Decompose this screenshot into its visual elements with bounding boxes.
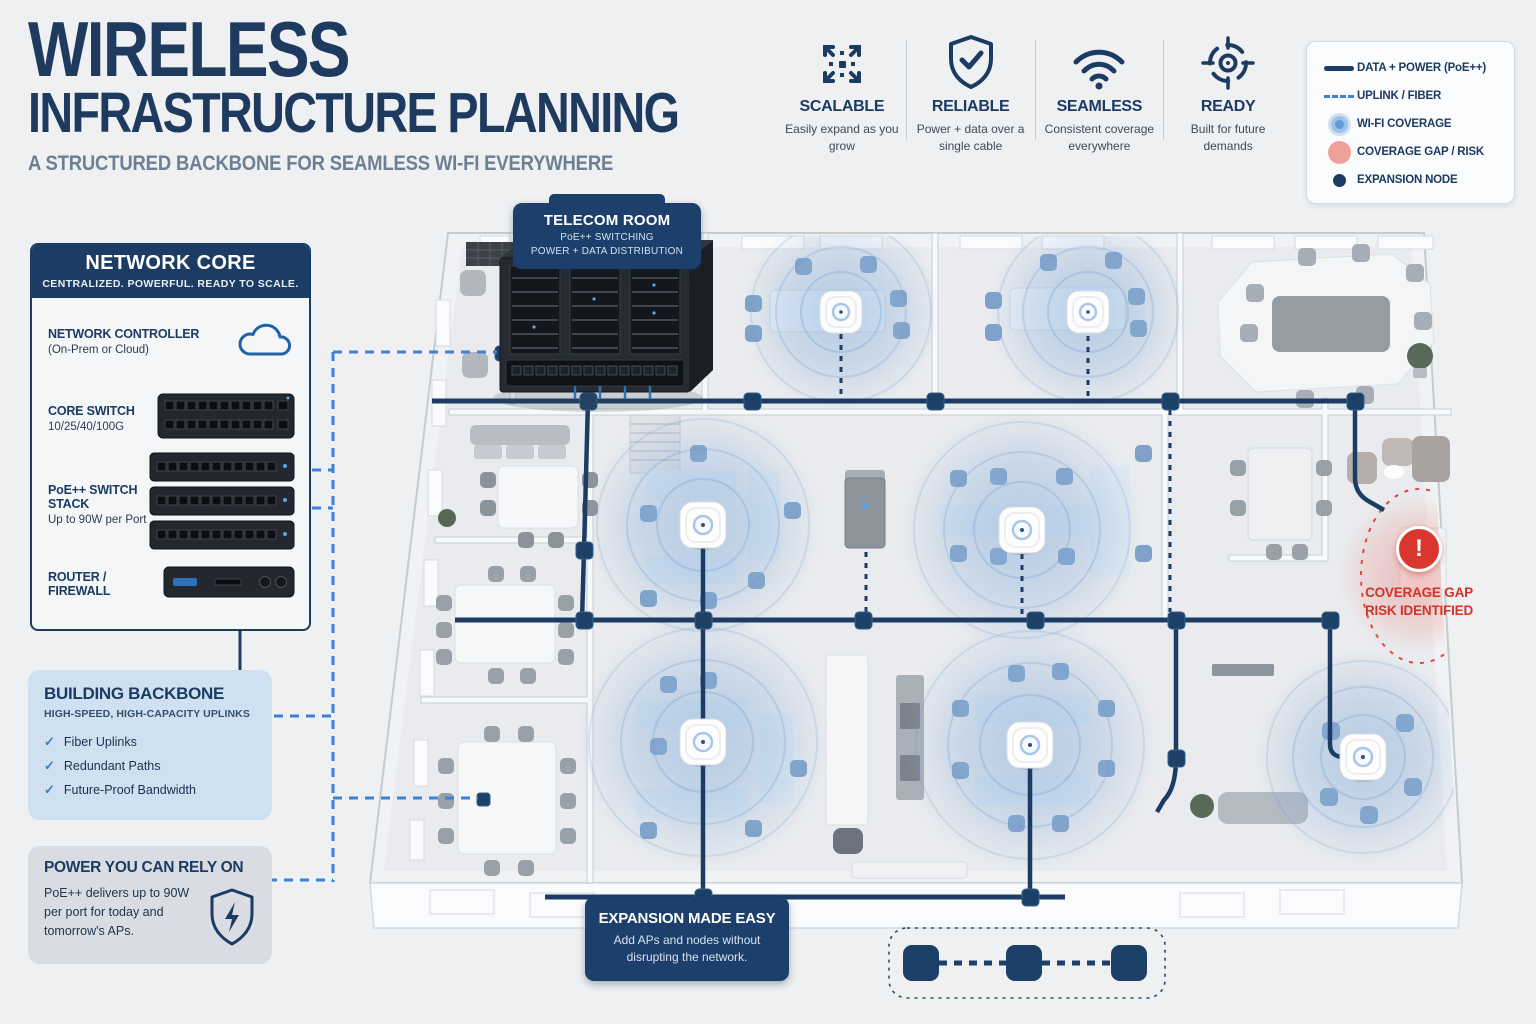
item-detail: Up to 90W per Port [48, 513, 147, 526]
access-point [819, 290, 863, 334]
coverage-gap-swatch [1321, 140, 1357, 164]
router-firewall-row: ROUTER / FIREWALL [32, 556, 309, 612]
alert-icon: ! [1396, 526, 1442, 572]
feature-desc: Built for future demands [1190, 122, 1266, 154]
legend-item: UPLINK / FIBER [1321, 82, 1502, 110]
shield-check-icon [946, 28, 996, 90]
switch-stack-graphic [149, 452, 295, 557]
item-name: PoE++ SWITCH STACK [48, 482, 138, 511]
shield-bolt-icon [208, 888, 256, 951]
backbone-title: BUILDING BACKBONE [44, 684, 225, 703]
expansion-title: EXPANSION MADE EASY [598, 910, 776, 927]
building-backbone-panel: BUILDING BACKBONE HIGH-SPEED, HIGH-CAPAC… [28, 670, 272, 820]
access-point [998, 506, 1046, 555]
backbone-item: ✓ Fiber Uplinks [44, 734, 256, 750]
check-icon: ✓ [44, 734, 55, 749]
backbone-item-label: Redundant Paths [63, 759, 161, 773]
wifi-coverage-swatch [1321, 112, 1357, 136]
power-panel: POWER YOU CAN RELY ON PoE++ delivers up … [28, 846, 272, 964]
expand-icon [816, 28, 868, 90]
poe-switch-stack-row: PoE++ SWITCH STACK Up to 90W per Port [32, 452, 309, 556]
feature-reliable: RELIABLE Power + data over a single cabl… [907, 28, 1035, 168]
network-core-header: NETWORK CORE CENTRALIZED. POWERFUL. READ… [32, 245, 309, 298]
feature-seamless: SEAMLESS Consistent coverage everywhere [1036, 28, 1164, 168]
telecom-room-callout: TELECOM ROOM PoE++ SWITCHING POWER + DAT… [513, 194, 701, 269]
telecom-room-line1: PoE++ SWITCHING [560, 232, 654, 243]
power-title: POWER YOU CAN RELY ON [44, 859, 244, 876]
legend-item: DATA + POWER (PoE++) [1321, 54, 1502, 82]
coverage-gap-line2: RISK IDENTIFIED [1364, 602, 1473, 618]
network-core-panel: NETWORK CORE CENTRALIZED. POWERFUL. READ… [30, 243, 311, 631]
legend: DATA + POWER (PoE++) UPLINK / FIBER WI-F… [1306, 41, 1515, 204]
access-point [679, 501, 727, 550]
telecom-room-line2: POWER + DATA DISTRIBUTION [530, 246, 684, 257]
item-detail: (On-Prem or Cloud) [48, 343, 149, 356]
feature-title: SEAMLESS [1056, 98, 1143, 115]
feature-ready: READY Built for future demands [1164, 28, 1292, 168]
expansion-node-row [888, 927, 1166, 999]
network-core-subtitle: CENTRALIZED. POWERFUL. READY TO SCALE. [42, 278, 299, 290]
alert-glyph: ! [1415, 535, 1423, 562]
legend-label: COVERAGE GAP / RISK [1357, 146, 1484, 158]
divider [1163, 40, 1165, 140]
divider [905, 40, 907, 140]
coverage-gap-callout: ! COVERAGE GAP RISK IDENTIFIED [1352, 526, 1486, 619]
cloud-icon [237, 318, 295, 365]
legend-label: UPLINK / FIBER [1357, 90, 1442, 102]
legend-item: EXPANSION NODE [1321, 166, 1502, 194]
expansion-node [903, 945, 1147, 981]
subtitle: A STRUCTURED BACKBONE FOR SEAMLESS WI-FI… [28, 151, 614, 175]
feature-desc: Power + data over a single cable [916, 122, 1025, 154]
network-controller-row: NETWORK CONTROLLER (On-Prem or Cloud) [32, 298, 309, 384]
title-line-1: WIRELESS [28, 5, 351, 93]
access-points [679, 290, 1387, 782]
legend-label: EXPANSION NODE [1357, 174, 1458, 186]
feature-desc: Easily expand as you grow [785, 122, 899, 154]
feature-title: RELIABLE [931, 98, 1010, 115]
expansion-node-swatch [1321, 173, 1357, 187]
check-icon: ✓ [44, 758, 55, 773]
feature-desc: Consistent coverage everywhere [1044, 122, 1155, 154]
data-power-line-swatch [1321, 65, 1357, 71]
feature-title: SCALABLE [799, 98, 885, 115]
target-icon [1201, 28, 1255, 90]
telecom-room-title: TELECOM ROOM [543, 212, 671, 229]
access-point [1006, 721, 1054, 770]
legend-label: DATA + POWER (PoE++) [1357, 62, 1487, 74]
divider [1034, 40, 1036, 140]
access-point [1066, 290, 1110, 334]
backbone-item: ✓ Future-Proof Bandwidth [44, 782, 256, 798]
coverage-gap-zone [1339, 488, 1459, 664]
expansion-callout: EXPANSION MADE EASY Add APs and nodes wi… [585, 897, 789, 981]
item-detail: 10/25/40/100G [48, 420, 125, 433]
item-name: NETWORK CONTROLLER [48, 326, 200, 341]
core-switch-graphic [157, 393, 295, 444]
feature-title: READY [1200, 98, 1256, 115]
network-core-title: NETWORK CORE [85, 252, 256, 274]
legend-label: WI-FI COVERAGE [1357, 118, 1452, 130]
legend-item: COVERAGE GAP / RISK [1321, 138, 1502, 166]
backbone-subtitle: HIGH-SPEED, HIGH-CAPACITY UPLINKS [44, 708, 250, 720]
backbone-item-label: Fiber Uplinks [63, 735, 137, 749]
check-icon: ✓ [44, 782, 55, 797]
title-line-2: INFRASTRUCTURE PLANNING [28, 80, 680, 145]
backbone-item: ✓ Redundant Paths [44, 758, 256, 774]
router-graphic [163, 566, 295, 603]
legend-item: WI-FI COVERAGE [1321, 110, 1502, 138]
item-name: CORE SWITCH [48, 403, 135, 418]
item-name: ROUTER / FIREWALL [48, 570, 111, 598]
power-text: PoE++ delivers up to 90W per port for to… [44, 886, 190, 938]
wifi-icon [1070, 28, 1128, 90]
page-title: WIRELESS INFRASTRUCTURE PLANNING A STRUC… [28, 5, 798, 176]
feature-row: SCALABLE Easily expand as you grow RELIA… [778, 28, 1292, 168]
coverage-gap-line1: COVERAGE GAP [1365, 585, 1473, 600]
core-switch-row: CORE SWITCH 10/25/40/100G [32, 384, 309, 452]
feature-scalable: SCALABLE Easily expand as you grow [778, 28, 906, 168]
access-point [679, 718, 727, 767]
backbone-item-label: Future-Proof Bandwidth [63, 783, 196, 797]
uplink-fiber-line-swatch [1321, 94, 1357, 98]
access-point [1339, 733, 1387, 782]
expansion-text: Add APs and nodes without disrupting the… [613, 933, 761, 964]
